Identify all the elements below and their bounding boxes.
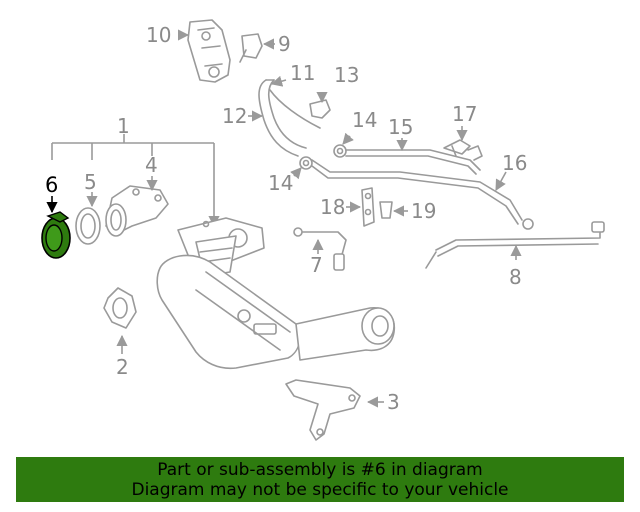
banner-line-disclaimer: Diagram may not be specific to your vehi…: [131, 480, 509, 500]
callout-16: 16: [502, 151, 527, 175]
callout-13: 13: [334, 63, 359, 87]
callout-14-lower: 14: [268, 171, 293, 195]
callout-18: 18: [320, 195, 345, 219]
catalytic-converter: [156, 217, 396, 370]
part-19-clip: [379, 201, 393, 219]
callout-10: 10: [146, 23, 171, 47]
part-16-tube: [311, 159, 534, 230]
callout-4: 4: [145, 153, 158, 177]
part-7-sensor: [293, 227, 347, 271]
callout-2: 2: [116, 355, 129, 379]
callout-19: 19: [411, 199, 436, 223]
callout-7: 7: [310, 253, 323, 277]
part-3-bracket: [285, 379, 361, 441]
part-17-bracket: [443, 139, 471, 157]
part-5-gasket: [75, 207, 101, 245]
part-11-12-pipe: [258, 79, 321, 157]
part-14-grommet-upper: [333, 144, 347, 158]
callout-1: 1: [117, 114, 130, 138]
part-8-sensor: [425, 221, 605, 269]
part-18-bracket: [361, 187, 375, 227]
callout-1-leaders: [51, 134, 220, 228]
part-15-tube: [345, 145, 483, 175]
callout-12: 12: [222, 104, 247, 128]
callout-17: 17: [452, 102, 477, 126]
callout-14-upper: 14: [352, 108, 377, 132]
part-2-gasket: [103, 287, 137, 329]
callout-8: 8: [509, 265, 522, 289]
part-9-sensor: [239, 33, 263, 63]
part-13-clip: [309, 99, 331, 119]
callout-3: 3: [387, 390, 400, 414]
part-6-clamp: [41, 211, 71, 259]
part-14-grommet-lower: [299, 156, 313, 170]
callout-15: 15: [388, 115, 413, 139]
banner-line-part: Part or sub-assembly is #6 in diagram: [157, 460, 483, 480]
callout-5: 5: [84, 170, 97, 194]
callout-9: 9: [278, 32, 291, 56]
part-10-bracket: [187, 19, 231, 83]
info-banner: Part or sub-assembly is #6 in diagram Di…: [16, 457, 624, 502]
callout-11: 11: [290, 61, 315, 85]
part-4-flange: [105, 185, 169, 237]
callout-6: 6: [45, 173, 58, 197]
